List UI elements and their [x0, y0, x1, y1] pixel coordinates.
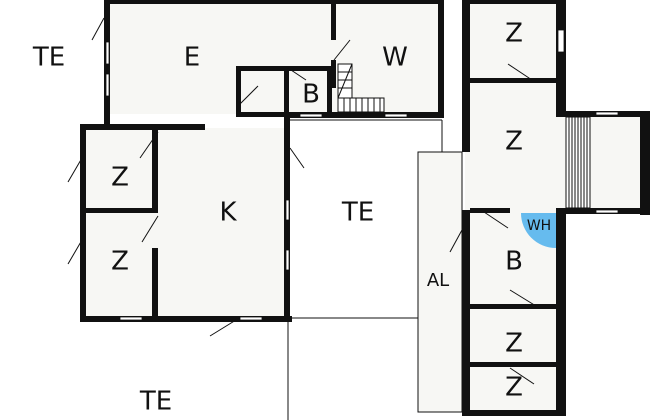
wall [556, 208, 566, 416]
room-label-b: B [505, 247, 523, 277]
wall [236, 112, 332, 117]
wall [462, 210, 470, 416]
window [105, 41, 110, 65]
wall [152, 128, 158, 212]
room-label-te: TE [32, 43, 65, 73]
wall [462, 410, 566, 416]
door [289, 147, 305, 169]
wall [470, 362, 560, 367]
window [239, 316, 263, 321]
door [507, 63, 533, 81]
floor-al [418, 152, 462, 412]
door [67, 157, 83, 183]
floor-right-wing [465, 2, 565, 412]
window [384, 113, 408, 118]
door [509, 289, 537, 307]
room-label-b: B [302, 80, 320, 110]
wall [462, 0, 566, 4]
wall [556, 0, 566, 116]
wall [640, 111, 650, 215]
floor-kitchen-block [83, 128, 288, 316]
window [105, 73, 110, 97]
room-label-z: Z [505, 373, 523, 403]
wall [470, 304, 560, 309]
door [239, 85, 259, 105]
window [285, 199, 290, 221]
wall [331, 0, 336, 40]
door [483, 211, 509, 229]
door [141, 215, 159, 243]
window [595, 111, 619, 116]
wall [462, 0, 470, 152]
room-label-e: E [184, 43, 200, 73]
wall [104, 0, 336, 4]
room-label-k: K [219, 198, 237, 228]
door [91, 17, 105, 41]
window [285, 249, 290, 271]
room-label-w: W [382, 43, 408, 73]
wall [152, 248, 158, 320]
door [287, 67, 307, 81]
door [509, 367, 535, 385]
room-label-te: TE [139, 387, 172, 417]
wall [336, 0, 444, 4]
wall [80, 124, 86, 322]
door [139, 131, 159, 159]
room-label-te: TE [341, 198, 374, 228]
wall [327, 66, 332, 116]
door [67, 239, 83, 265]
room-label-al: AL [427, 270, 449, 291]
room-label-z: Z [505, 127, 523, 157]
room-label-z: Z [111, 247, 129, 277]
room-label-wh: WH [527, 218, 551, 234]
window [119, 316, 143, 321]
wall [288, 112, 444, 118]
wall [331, 60, 336, 88]
water-heater-icon [521, 213, 556, 248]
room-label-z: Z [505, 19, 523, 49]
window [557, 29, 565, 53]
window [595, 209, 619, 214]
wall [284, 66, 289, 116]
wall [470, 78, 560, 83]
door [209, 319, 237, 337]
wall [80, 124, 205, 130]
wall [83, 208, 158, 213]
room-label-z: Z [505, 329, 523, 359]
staircase-annex [565, 116, 591, 209]
floor-upper [107, 2, 442, 114]
wall [470, 208, 510, 213]
door [333, 39, 351, 61]
window [299, 113, 323, 118]
room-label-z: Z [111, 163, 129, 193]
door [449, 229, 463, 253]
staircase-w [337, 63, 385, 113]
wall [236, 66, 241, 116]
wall [438, 0, 444, 118]
wall [80, 316, 292, 322]
